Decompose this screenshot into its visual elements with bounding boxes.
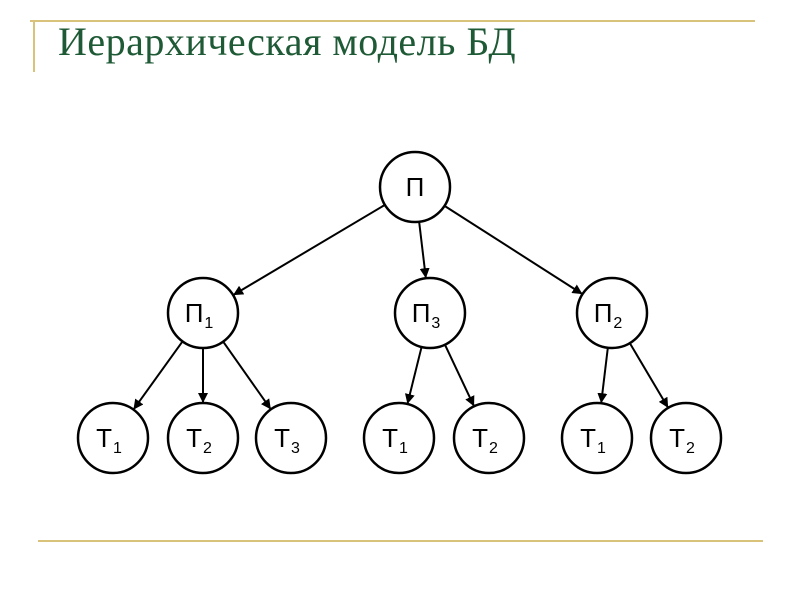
node-p3-t1: Т1	[362, 401, 436, 475]
node-circle	[166, 276, 240, 350]
node-circle	[362, 401, 436, 475]
node-p3-t2: Т2	[452, 401, 526, 475]
node-subscript: 2	[686, 440, 695, 457]
left-rule	[33, 20, 35, 72]
node-label: Т3	[274, 423, 300, 457]
node-p2-t2: Т2	[649, 401, 723, 475]
slide-title: Иерархическая модель БД	[58, 19, 517, 64]
top-rule	[30, 20, 755, 22]
node-circle	[575, 276, 649, 350]
node-circle	[560, 401, 634, 475]
node-label: П2	[594, 298, 623, 332]
node-circle	[649, 401, 723, 475]
node-subscript: 2	[203, 440, 212, 457]
node-label: Т2	[669, 423, 695, 457]
edge-root-to-p1	[233, 204, 385, 296]
node-p2-t1: Т1	[560, 401, 634, 475]
bottom-rule	[38, 540, 763, 542]
edge-p1-to-p1-t3	[222, 341, 272, 410]
node-circle	[76, 401, 150, 475]
node-circle	[166, 401, 240, 475]
edge-p2-to-p2-t2	[629, 343, 669, 408]
node-circle	[393, 276, 467, 350]
node-root: П	[378, 150, 452, 224]
edge-p3-to-p3-t2	[444, 345, 475, 407]
node-p3: П3	[393, 276, 467, 350]
edge-root-to-p3	[418, 222, 430, 279]
node-subscript: 3	[291, 440, 300, 457]
node-subscript: 1	[204, 315, 213, 332]
node-label: Т1	[580, 423, 606, 457]
node-p1-t1: Т1	[76, 401, 150, 475]
node-subscript: 1	[399, 440, 408, 457]
node-subscript: 1	[597, 440, 606, 457]
edge-root-to-p2	[444, 205, 583, 295]
node-circle	[378, 150, 452, 224]
node-label: Т1	[96, 423, 122, 457]
node-subscript: 3	[431, 315, 440, 332]
node-label: Т2	[186, 423, 212, 457]
node-subscript: 2	[613, 315, 622, 332]
node-p1: П1	[166, 276, 240, 350]
node-label: П1	[185, 298, 214, 332]
node-subscript: 2	[489, 440, 498, 457]
edge-p3-to-p3-t1	[404, 347, 423, 405]
edge-p2-to-p2-t1	[597, 348, 609, 404]
node-label: Т1	[382, 423, 408, 457]
node-label: П3	[412, 298, 441, 332]
node-p2: П2	[575, 276, 649, 350]
node-label: Т2	[472, 423, 498, 457]
node-circle	[254, 401, 328, 475]
node-subscript: 1	[113, 440, 122, 457]
node-p1-t2: Т2	[166, 401, 240, 475]
edge-p1-to-p1-t1	[133, 341, 183, 410]
node-p1-t3: Т3	[254, 401, 328, 475]
node-label: П	[406, 172, 425, 202]
node-circle	[452, 401, 526, 475]
